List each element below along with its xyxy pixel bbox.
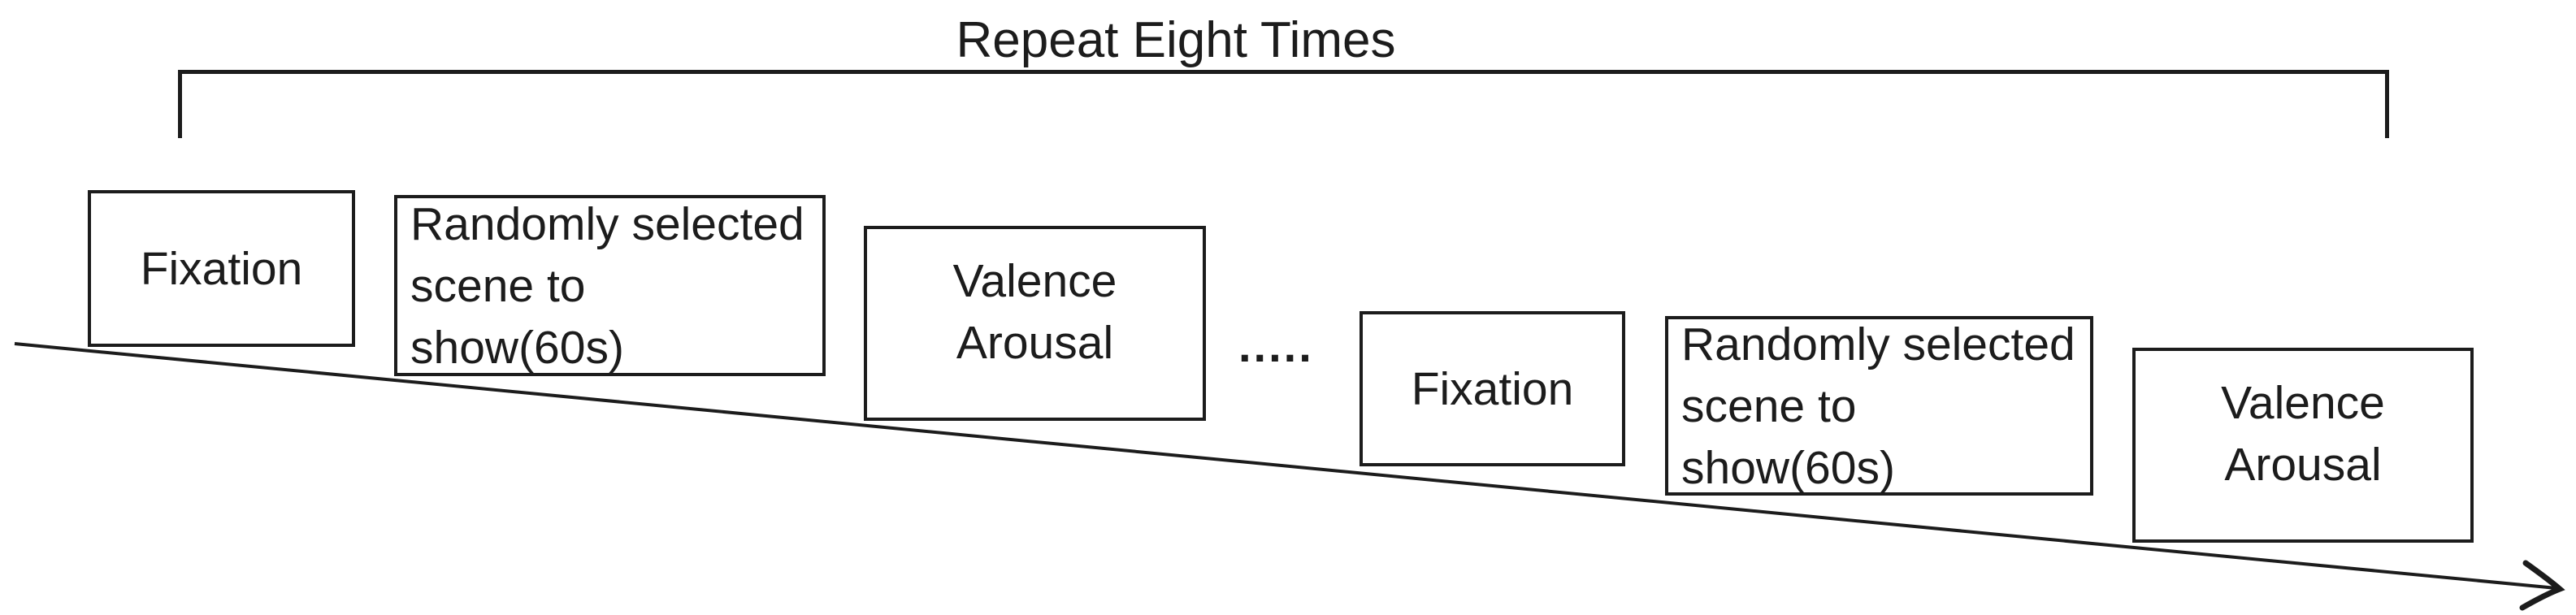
box-scene-2: Randomly selected scene to show(60s) — [1665, 316, 2093, 496]
repeat-label: Repeat Eight Times — [956, 12, 1396, 68]
box-valence-2: Valence Arousal — [2132, 348, 2474, 543]
ellipsis-dots: ..... — [1238, 320, 1314, 371]
box-scene-1: Randomly selected scene to show(60s) — [394, 195, 826, 376]
box-valence-1: Valence Arousal — [864, 226, 1206, 421]
repeat-bracket — [178, 70, 2389, 138]
timeline-line — [14, 342, 2557, 590]
arrowhead-icon — [2519, 560, 2565, 611]
box-fixation-1: Fixation — [88, 190, 355, 347]
box-fixation-2: Fixation — [1360, 311, 1625, 466]
